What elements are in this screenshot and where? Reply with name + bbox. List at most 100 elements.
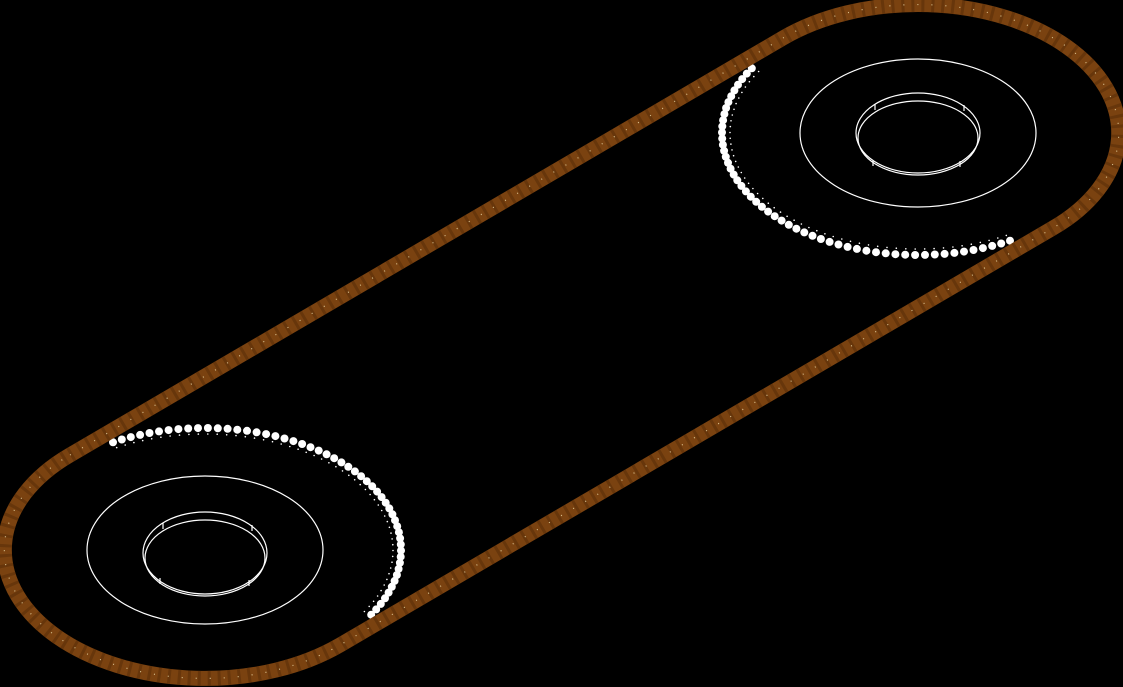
sprocket-tooth (330, 454, 339, 463)
sprocket-tooth-root (731, 114, 734, 116)
sprocket-outer-ring (86, 475, 324, 625)
sprocket-tooth (881, 249, 890, 258)
sprocket-tooth (901, 250, 910, 259)
sprocket-tooth-root (216, 433, 218, 436)
sprocket-tooth-root (150, 438, 153, 440)
sprocket-tooth-root (364, 488, 367, 491)
sprocket-tooth (718, 134, 727, 143)
sprocket-tooth-root (970, 243, 973, 245)
sprocket-tooth (381, 594, 389, 603)
sprocket-tooth (298, 440, 307, 448)
sprocket-tooth (396, 540, 405, 549)
sprocket-tooth (213, 424, 222, 433)
sprocket-tooth-root (786, 215, 788, 218)
sprocket-tooth (777, 216, 786, 225)
sprocket-tooth-root (348, 474, 350, 477)
sprocket-hub-inner (857, 100, 979, 176)
sprocket-tooth-root (225, 434, 228, 436)
sprocket-tooth (314, 446, 323, 455)
sprocket-tooth (770, 212, 779, 221)
sprocket-tooth (930, 250, 939, 259)
sprocket-tooth (843, 242, 852, 251)
sprocket-tooth (184, 424, 193, 433)
sprocket-tooth-root (730, 120, 732, 122)
sprocket-tooth-root (741, 91, 743, 94)
sprocket-tooth-root (729, 125, 732, 128)
sprocket-tooth-root (824, 233, 826, 235)
sprocket-tooth (396, 552, 405, 561)
sprocket-tooth (720, 110, 729, 119)
sprocket-tooth (145, 429, 154, 437)
sprocket-tooth-root (133, 441, 135, 444)
sprocket-tooth (391, 516, 399, 525)
sprocket-tooth (997, 239, 1006, 248)
sprocket-tooth-root (942, 247, 945, 249)
sprocket-tooth-root (390, 532, 392, 534)
sprocket-teeth (718, 64, 1014, 259)
sprocket-tooth (396, 534, 405, 543)
sprocket-tooth-root (377, 504, 380, 506)
sprocket-tooth (719, 116, 728, 125)
sprocket-tooth (223, 424, 232, 433)
sprocket-tooth (969, 246, 978, 254)
sprocket-tooth-root (748, 80, 751, 83)
sprocket-tooth (734, 80, 742, 89)
sprocket-tooth-root (808, 226, 810, 229)
sprocket-tooth-root (391, 538, 393, 540)
sprocket-tooth-root (876, 245, 879, 248)
sprocket-tooth-root (800, 223, 803, 225)
sprocket-tooth (394, 564, 403, 573)
sprocket-tooth (385, 504, 394, 513)
sprocket-tooth (368, 482, 377, 491)
sprocket-tooth-root (757, 70, 760, 73)
sprocket-hub-outer (855, 92, 981, 174)
sprocket-tooth-root (389, 567, 392, 569)
sprocket-tooth (233, 425, 242, 434)
sprocket-tooth (174, 425, 183, 434)
sprocket-tooth (921, 250, 929, 259)
sprocket-tooth-root (297, 448, 299, 451)
sprocket-tooth (350, 467, 359, 476)
sprocket-tooth-root (197, 433, 200, 435)
sprocket-tooth-root (730, 143, 732, 145)
sprocket-tooth (397, 546, 405, 555)
sprocket-tooth (721, 152, 730, 161)
sprocket-tooth-root (762, 197, 764, 200)
sprocket-tooth-root (383, 515, 386, 517)
sprocket-tooth-root (178, 434, 181, 436)
sprocket-tooth (117, 435, 126, 444)
sprocket-tooth (357, 472, 366, 481)
sprocket-tooth-root (905, 248, 907, 250)
sprocket-tooth (862, 246, 871, 255)
sprocket-tooth-root (753, 75, 755, 78)
sprocket-tooth (109, 438, 117, 447)
sprocket-tooth (344, 462, 353, 471)
sprocket-tooth (164, 426, 173, 435)
sprocket-tooth (988, 241, 997, 250)
sprocket-tooth-root (867, 244, 870, 246)
sprocket-tooth-root (779, 211, 782, 213)
sprocket-tooth-root (115, 446, 118, 449)
sprocket-tooth-root (923, 248, 926, 250)
sprocket-tooth-root (207, 433, 209, 435)
sprocket-tooth (752, 197, 761, 206)
sprocket-tooth (911, 251, 920, 259)
sprocket-tooth-root (816, 229, 818, 232)
sprocket-tooth (243, 426, 251, 435)
sprocket-tooth (718, 128, 726, 137)
sprocket-tooth-root (1005, 234, 1008, 237)
sprocket-tooth (373, 487, 382, 496)
sprocket-tooth (729, 170, 738, 179)
sprocket-tooth-root (305, 451, 308, 454)
sprocket-tooth (757, 202, 766, 211)
sprocket-tooth-root (729, 131, 731, 134)
sprocket-tooth-root (373, 498, 376, 501)
sprocket-tooth (136, 430, 145, 439)
sprocket-tooth-root (271, 440, 274, 443)
sprocket-tooth (940, 249, 949, 258)
sprocket-tooth (816, 235, 825, 243)
sprocket-tooth (126, 433, 135, 442)
sprocket-tooth-root (386, 578, 388, 581)
